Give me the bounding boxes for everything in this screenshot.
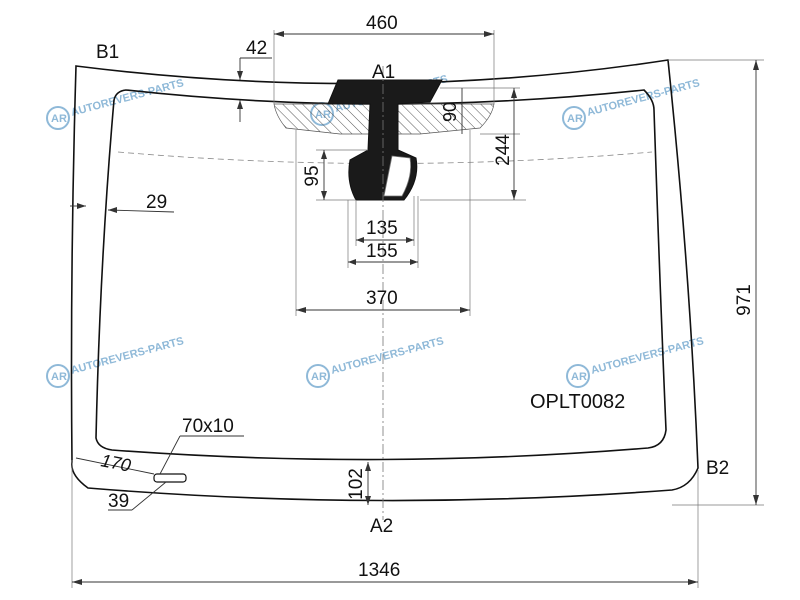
dim-bracket-zone-label: 370 [366, 288, 398, 309]
dim-side-margin: 29 [70, 192, 175, 213]
dim-overall-width: 1346 [71, 460, 699, 588]
watermark-logo: AR AUTOREVERS-PARTS [46, 335, 185, 388]
mirror-window [383, 155, 412, 197]
dim-overall-height: 971 [668, 59, 764, 506]
dim-top-band-label: 460 [366, 13, 398, 34]
dim-mirror-zone: 244 [420, 88, 526, 201]
dim-top-band: 460 [273, 13, 495, 104]
dim-mirror-base-height: 95 [302, 149, 368, 201]
watermark-logo: AR AUTOREVERS-PARTS [306, 335, 445, 388]
dim-mirror-base-outer-label: 155 [366, 241, 398, 262]
point-b1-label: B1 [96, 42, 119, 63]
watermark-text: AUTOREVERS-PARTS [586, 77, 701, 119]
dim-mirror-base-inner: 135 [355, 196, 415, 246]
glass-inner-edge [95, 89, 667, 461]
dim-overall-width-label: 1346 [358, 560, 400, 581]
watermark-logo-text: AR [567, 113, 583, 125]
dim-shade-depth: 90 [440, 87, 520, 135]
watermark-text: AUTOREVERS-PARTS [330, 335, 445, 377]
watermark-text: AUTOREVERS-PARTS [70, 335, 185, 377]
dim-mirror-zone-label: 244 [493, 134, 514, 166]
dim-vin-bottom-label: 39 [108, 491, 129, 512]
watermark-logo-text: AR [51, 113, 67, 125]
vin-window [153, 473, 187, 483]
watermark-logo: AR AUTOREVERS-PARTS [46, 77, 185, 130]
point-b2-label: B2 [706, 458, 729, 479]
watermark-logo-text: AR [571, 371, 587, 383]
dim-vin-offset: 170 [75, 450, 155, 476]
dim-overall-height-label: 971 [734, 284, 755, 316]
watermark-logo: AR AUTOREVERS-PARTS [566, 335, 705, 388]
dim-bottom-margin-label: 102 [346, 468, 367, 500]
dim-top-margin-label: 42 [246, 38, 267, 59]
dim-vin-size: 70x10 [159, 416, 244, 475]
mirror-patch [327, 79, 443, 201]
dim-side-margin-label: 29 [146, 192, 167, 213]
dim-bottom-margin: 102 [346, 462, 371, 505]
shade-band-line [117, 151, 653, 164]
watermark-logo-text: AR [311, 371, 327, 383]
dim-mirror-base-inner-label: 135 [366, 218, 398, 239]
watermark-logo: AR AUTOREVERS-PARTS [562, 77, 701, 130]
watermark-text: AUTOREVERS-PARTS [590, 335, 705, 377]
part-code-label: OPLT0082 [530, 391, 625, 413]
point-a2-label: A2 [370, 516, 393, 537]
watermark-logo-text: AR [51, 371, 67, 383]
dim-vin-size-label: 70x10 [182, 416, 234, 437]
glass-outer-edge [70, 59, 699, 502]
dim-shade-depth-label: 90 [440, 102, 460, 122]
dim-mirror-base-outer: 155 [347, 196, 419, 268]
watermark-text: AUTOREVERS-PARTS [70, 77, 185, 119]
dim-bracket-zone: 370 [295, 130, 471, 316]
dim-mirror-base-height-label: 95 [302, 165, 323, 186]
dim-vin-offset-label: 170 [99, 450, 132, 475]
dim-vin-bottom: 39 [108, 481, 167, 512]
point-a1-label: A1 [372, 62, 395, 83]
dim-top-margin: 42 [237, 38, 272, 122]
